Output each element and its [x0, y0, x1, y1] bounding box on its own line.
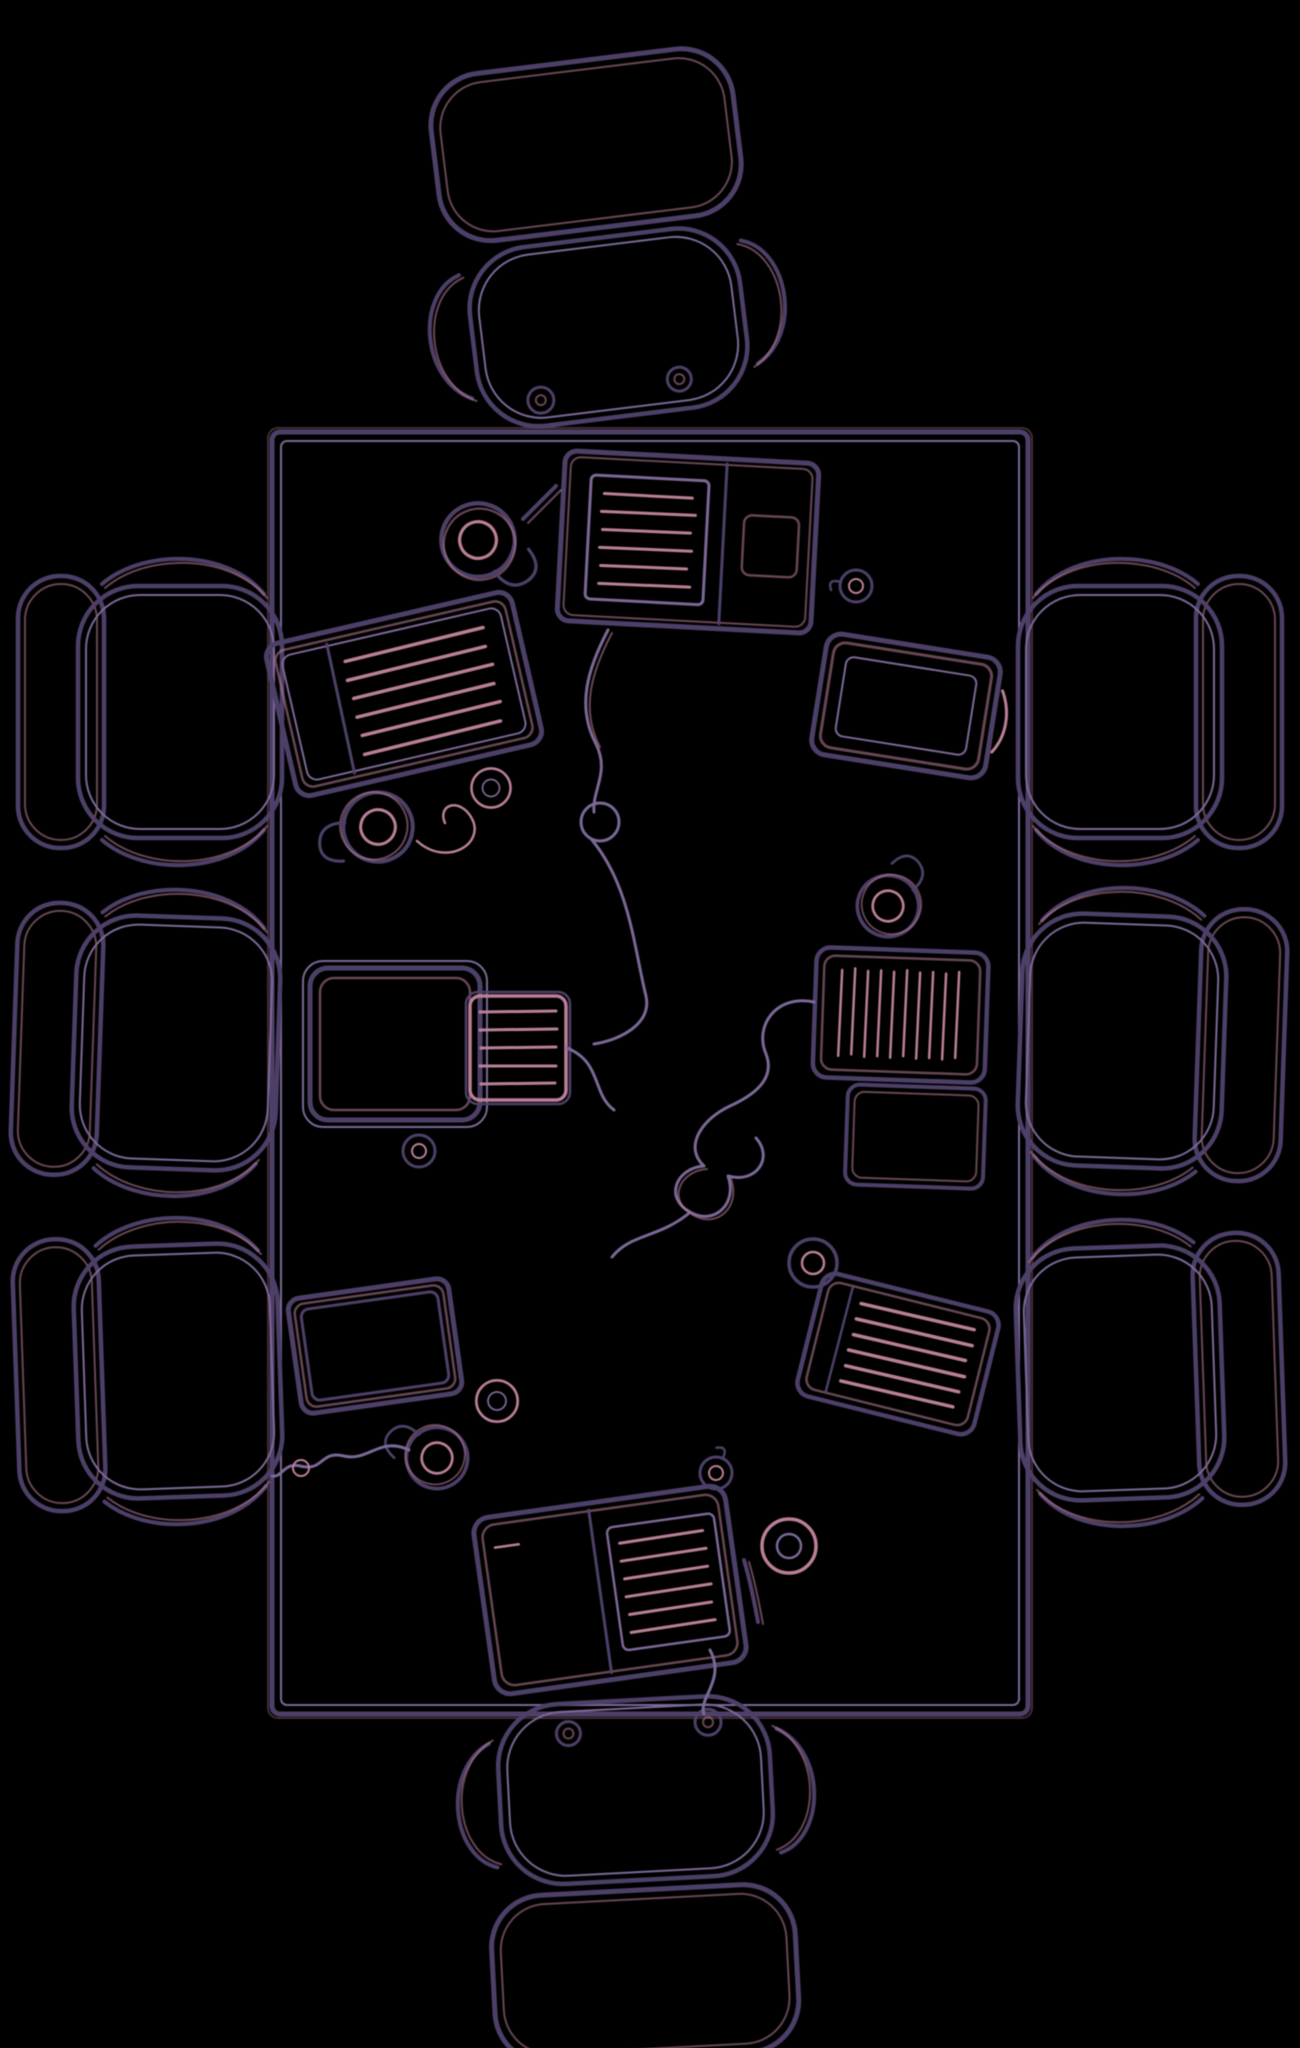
small-cup-top-right-icon	[828, 568, 874, 604]
mug-mid-right-icon	[846, 842, 939, 948]
office-chair-right-middle	[1015, 884, 1290, 1199]
tablet-upper-right-icon	[809, 631, 1008, 781]
donut-cup-bottom-icon	[760, 1517, 818, 1575]
office-chair-left-upper	[18, 559, 282, 865]
pen-top-icon	[521, 484, 562, 524]
mug-lower-left-icon	[374, 1410, 477, 1498]
office-chair-head-bottom	[453, 1691, 828, 2048]
cup-lower-right-icon	[787, 1237, 839, 1289]
office-chair-right-lower	[1013, 1214, 1288, 1529]
headphone-cable-lower-left-icon	[270, 1444, 411, 1478]
donut-cup-lower-left-icon	[474, 1378, 520, 1424]
notebook-lower-right-icon	[795, 1271, 1001, 1437]
donut-cup-upper-left-icon	[470, 767, 512, 809]
laptop-top-center-icon	[554, 448, 822, 636]
cable-bottom-icon	[701, 1648, 717, 1716]
office-chair-right-upper	[1018, 559, 1282, 865]
cable-upper-left-icon	[415, 804, 476, 854]
office-chair-head-top	[399, 40, 797, 439]
laptop-mid-left-icon	[302, 960, 572, 1128]
tablet-lower-left-icon	[285, 1276, 465, 1416]
pen-bottom-icon	[742, 1558, 764, 1625]
office-chair-left-middle	[9, 884, 284, 1199]
cup-mid-left-icon	[401, 1133, 437, 1169]
small-cup-bottom-icon	[695, 1443, 738, 1494]
charging-cable-right-icon	[610, 999, 816, 1259]
laptop-mid-right-icon	[810, 945, 991, 1191]
charging-cable-center-icon	[579, 628, 649, 1046]
laptop-upper-left-icon	[263, 589, 545, 799]
cable-mid-left-icon	[565, 1046, 616, 1112]
laptop-bottom-center-icon	[471, 1483, 749, 1697]
office-chair-left-lower	[11, 1214, 286, 1529]
